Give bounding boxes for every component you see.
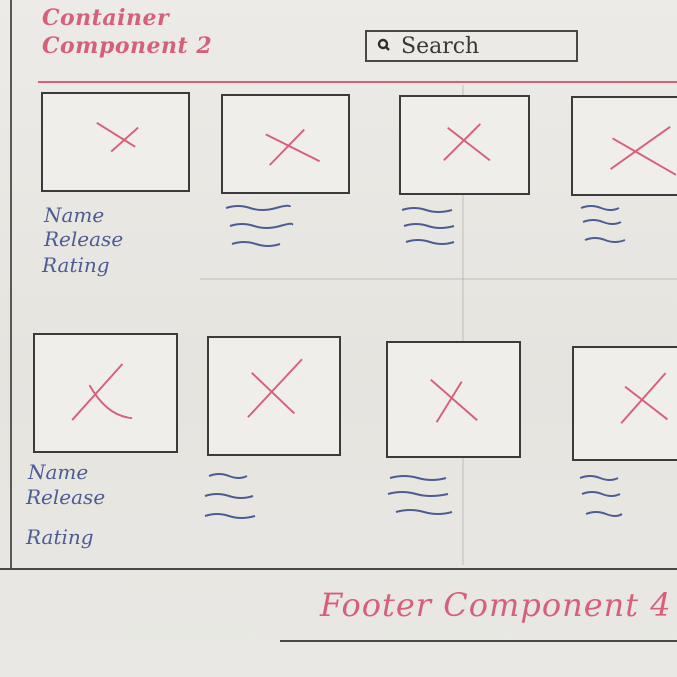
movie-card-image[interactable] [571, 96, 677, 196]
footer-title: Footer Component 4 [320, 586, 672, 624]
movie-card-image[interactable] [41, 92, 190, 192]
cross-icon [610, 126, 677, 176]
cross-icon [430, 378, 478, 423]
guide-line [200, 278, 677, 280]
header-divider [38, 81, 677, 83]
text-placeholder-lines [225, 204, 294, 247]
movie-card-image[interactable] [399, 95, 530, 195]
cross-icon [443, 123, 491, 162]
cross-icon [247, 358, 303, 418]
text-placeholder-lines [204, 473, 256, 519]
guide-line [462, 85, 464, 565]
cross-icon [71, 363, 133, 421]
search-input[interactable] [395, 33, 571, 59]
card-rating-label: Rating [26, 525, 94, 549]
movie-card-image[interactable] [207, 336, 341, 456]
card-release-label: Release [26, 485, 106, 509]
container-border [10, 0, 12, 570]
card-name-label: Name [28, 460, 89, 484]
text-placeholder-lines [580, 205, 626, 243]
cross-icon [265, 128, 321, 166]
text-placeholder-lines [401, 207, 455, 245]
card-release-label: Release [44, 227, 124, 251]
search-icon [375, 36, 395, 56]
movie-card-image[interactable] [33, 333, 178, 453]
container-title: Container Component 2 [42, 5, 213, 59]
footer-bottom-border [280, 640, 677, 642]
movie-card-image[interactable] [386, 341, 521, 458]
card-rating-label: Rating [42, 253, 110, 277]
search-box[interactable] [365, 30, 578, 62]
text-placeholder-lines [579, 475, 623, 517]
text-placeholder-lines [387, 475, 453, 515]
movie-card-image[interactable] [572, 346, 677, 461]
footer-top-border [0, 568, 677, 570]
cross-icon [620, 372, 669, 424]
movie-card-image[interactable] [221, 94, 350, 194]
card-name-label: Name [44, 203, 105, 227]
cross-icon [96, 121, 139, 153]
